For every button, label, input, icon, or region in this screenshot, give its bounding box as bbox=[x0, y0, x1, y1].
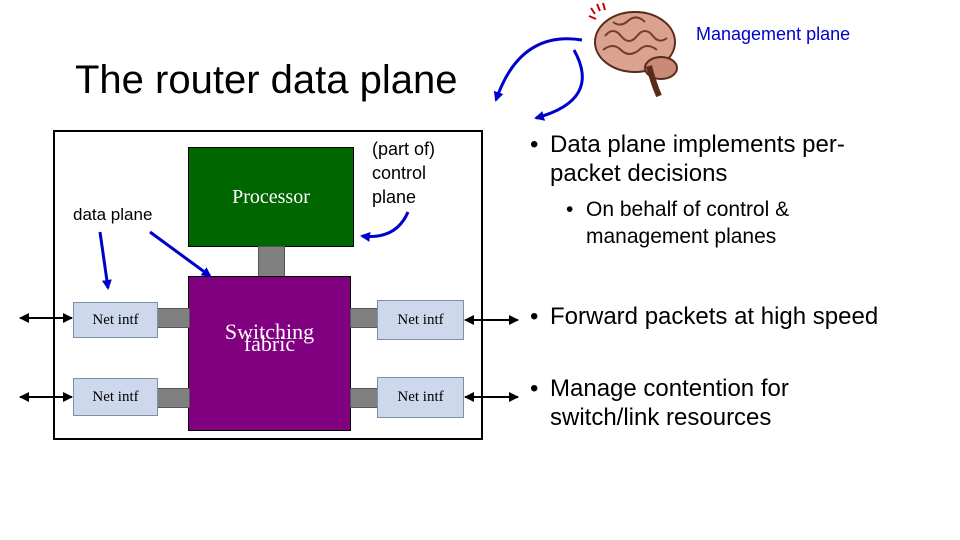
data-plane-label: data plane bbox=[73, 205, 153, 224]
switching-fabric-block: Switching fabric bbox=[188, 276, 351, 431]
slide-title: The router data plane bbox=[75, 58, 458, 102]
management-plane-label: Management plane bbox=[696, 24, 851, 44]
net-intf-right-bottom: Net intf bbox=[377, 377, 464, 418]
router-box bbox=[53, 130, 483, 440]
bullet-1: •Data plane implements per- packet decis… bbox=[530, 131, 845, 187]
bullet-3: •Manage contention for switch/link resou… bbox=[530, 375, 789, 431]
bullet-3-line1: Manage contention for bbox=[550, 375, 789, 402]
bullet-2-text: Forward packets at high speed bbox=[550, 303, 879, 330]
bullet-1-line2: packet decisions bbox=[550, 160, 728, 187]
processor-block: Processor bbox=[188, 147, 354, 247]
control-plane-label: (part of) control plane bbox=[372, 137, 435, 209]
net-intf-label: Net intf bbox=[92, 388, 139, 405]
management-arrow-to-box bbox=[534, 49, 584, 121]
bullet-2: •Forward packets at high speed bbox=[530, 303, 879, 330]
net-intf-left-top: Net intf bbox=[73, 302, 158, 338]
fabric-label-line2: fabric bbox=[243, 330, 296, 356]
bullet-1-sub-line1: On behalf of control & bbox=[586, 198, 790, 221]
brain-icon bbox=[588, 2, 678, 98]
net-intf-label: Net intf bbox=[92, 311, 139, 328]
net-intf-left-bottom: Net intf bbox=[73, 378, 158, 416]
net-intf-label: Net intf bbox=[397, 389, 444, 405]
management-arrow-to-title bbox=[493, 37, 583, 102]
fabric-label-line1: Switching bbox=[224, 318, 315, 344]
control-plane-arrow bbox=[360, 211, 410, 242]
net-intf-right-top: Net intf bbox=[377, 300, 464, 340]
control-plane-line: plane bbox=[372, 187, 417, 207]
bullet-1-sub-line2: management planes bbox=[586, 225, 777, 248]
net-intf-label: Net intf bbox=[397, 311, 444, 328]
processor-label: Processor bbox=[232, 185, 310, 208]
data-plane-arrow-fabric bbox=[149, 230, 212, 278]
bullet-1-sub: •On behalf of control & management plane… bbox=[566, 198, 790, 248]
processor-fabric-connector bbox=[258, 246, 285, 277]
control-plane-line: (part of) bbox=[372, 139, 436, 159]
bullet-1-line1: Data plane implements per- bbox=[550, 131, 845, 158]
data-plane-arrow-down bbox=[98, 231, 112, 290]
bullet-3-line2: switch/link resources bbox=[550, 404, 772, 431]
control-plane-line: control bbox=[372, 163, 427, 183]
